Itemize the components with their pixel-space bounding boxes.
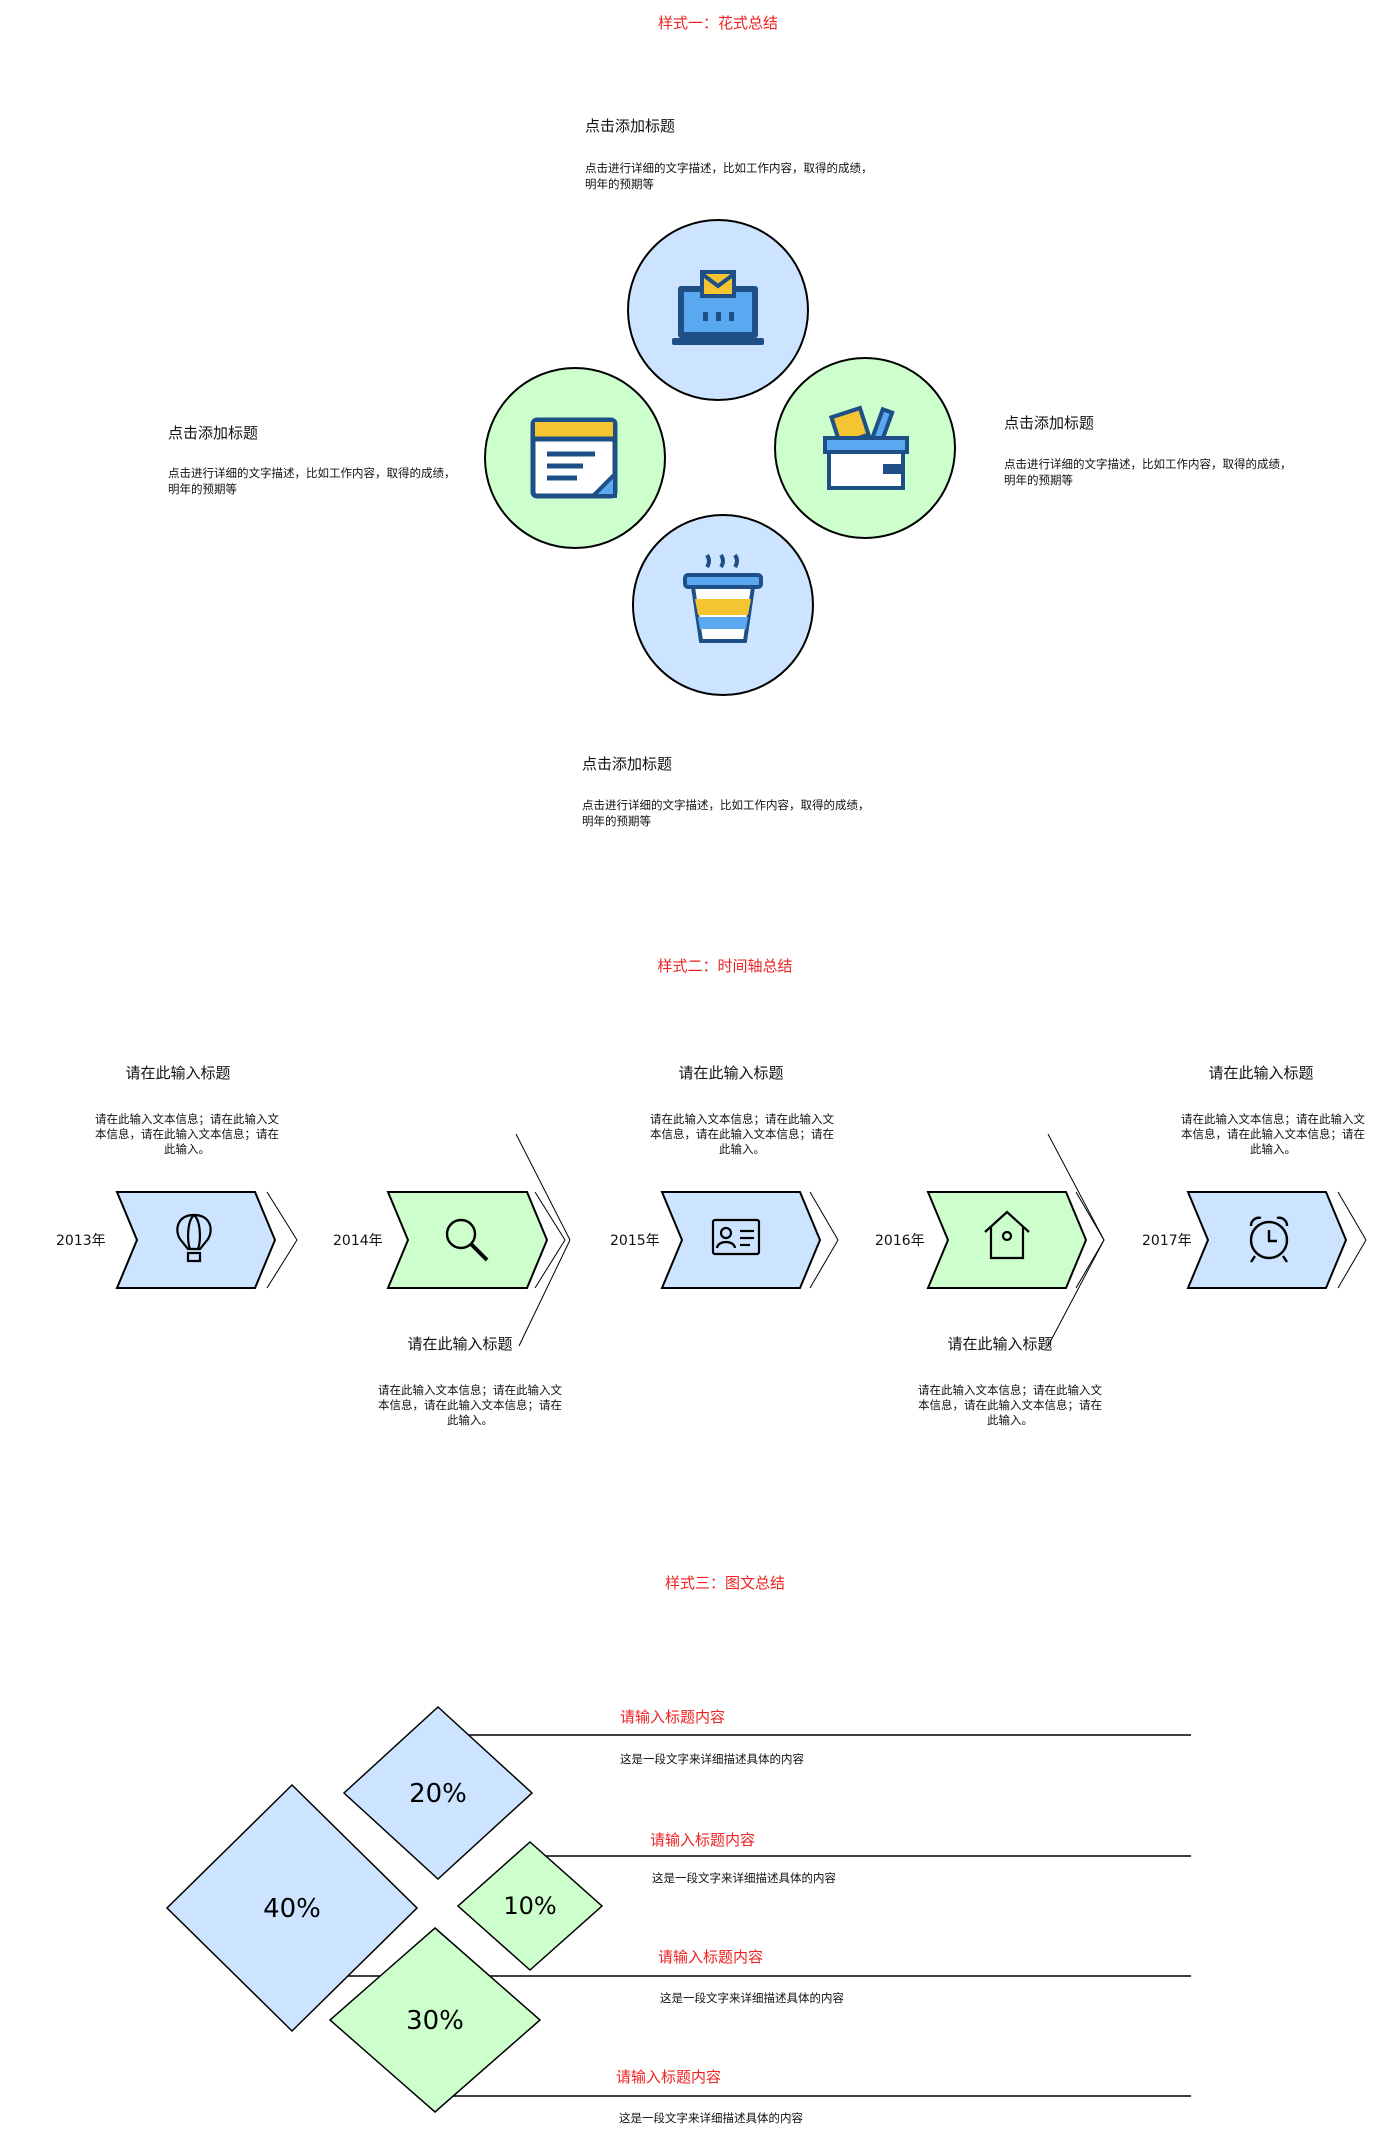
timeline-year-2015: 2015年 xyxy=(610,1233,660,1249)
laptop-mail-icon xyxy=(672,270,764,345)
row-desc-4: 这是一段文字来详细描述具体的内容 xyxy=(619,2111,803,2125)
row-title-1: 请输入标题内容 xyxy=(620,1708,726,1726)
section3-heading: 样式三：图文总结 xyxy=(664,1574,785,1592)
timeline-step-2013 xyxy=(115,1191,298,1289)
timeline-desc-2017: 请在此输入文本信息；请在此输入文本信息，请在此输入文本信息；请在此输入。 xyxy=(1181,1112,1365,1156)
timeline-title-2014: 请在此输入标题 xyxy=(407,1335,513,1353)
diamond-label-10: 10% xyxy=(503,1892,556,1920)
flower-title-top: 点击添加标题 xyxy=(585,117,676,135)
diamond-label-20: 20% xyxy=(409,1779,467,1809)
document-icon xyxy=(530,417,618,499)
id-card-icon xyxy=(711,1218,761,1256)
house-icon xyxy=(984,1210,1030,1260)
alarm-clock-icon xyxy=(1249,1216,1289,1263)
timeline-year-2017: 2017年 xyxy=(1142,1233,1192,1249)
section2-heading: 样式二：时间轴总结 xyxy=(657,957,793,975)
timeline-step-2016 xyxy=(926,1133,1105,1347)
section1-heading: 样式一：花式总结 xyxy=(657,14,778,32)
magnifier-icon xyxy=(445,1218,489,1262)
row-desc-2: 这是一段文字来详细描述具体的内容 xyxy=(652,1871,836,1885)
timeline-desc-2013: 请在此输入文本信息；请在此输入文本信息，请在此输入文本信息；请在此输入。 xyxy=(95,1112,279,1156)
timeline-title-2013: 请在此输入标题 xyxy=(125,1064,231,1082)
flower-desc-right: 点击进行详细的文字描述，比如工作内容，取得的成绩，明年的预期等 xyxy=(1004,457,1292,487)
timeline-year-2016: 2016年 xyxy=(875,1233,925,1249)
coffee-cup-icon xyxy=(683,553,763,643)
diamond-10 xyxy=(456,1840,604,1972)
timeline-desc-2016: 请在此输入文本信息；请在此输入文本信息，请在此输入文本信息；请在此输入。 xyxy=(918,1383,1102,1427)
timeline-title-2016: 请在此输入标题 xyxy=(947,1335,1053,1353)
timeline-diagram xyxy=(115,1133,1367,1347)
flower-title-bottom: 点击添加标题 xyxy=(582,755,673,773)
diamond-20 xyxy=(342,1705,534,1881)
timeline-step-2015 xyxy=(660,1191,839,1289)
diamond-diagram: 40% 20% 10% 30% xyxy=(165,1705,1191,2113)
timeline-title-2017: 请在此输入标题 xyxy=(1208,1064,1314,1082)
row-title-3: 请输入标题内容 xyxy=(658,1948,764,1966)
timeline-desc-2014: 请在此输入文本信息；请在此输入文本信息，请在此输入文本信息；请在此输入。 xyxy=(378,1383,562,1427)
diamond-30 xyxy=(328,1927,542,2113)
flower-diagram xyxy=(484,219,956,696)
flower-desc-top: 点击进行详细的文字描述，比如工作内容，取得的成绩，明年的预期等 xyxy=(585,161,873,191)
row-title-4: 请输入标题内容 xyxy=(616,2068,722,2086)
flower-title-left: 点击添加标题 xyxy=(168,424,259,442)
row-desc-3: 这是一段文字来详细描述具体的内容 xyxy=(660,1991,844,2005)
timeline-title-2015: 请在此输入标题 xyxy=(678,1064,784,1082)
diamond-label-30: 30% xyxy=(406,2006,464,2036)
row-desc-1: 这是一段文字来详细描述具体的内容 xyxy=(620,1752,804,1766)
flower-desc-bottom: 点击进行详细的文字描述，比如工作内容，取得的成绩，明年的预期等 xyxy=(582,798,870,828)
diamond-40 xyxy=(165,1783,419,2033)
hot-air-balloon-icon xyxy=(176,1213,212,1263)
timeline-year-2013: 2013年 xyxy=(56,1233,106,1249)
flower-title-right: 点击添加标题 xyxy=(1004,414,1095,432)
timeline-desc-2015: 请在此输入文本信息；请在此输入文本信息，请在此输入文本信息；请在此输入。 xyxy=(650,1112,834,1156)
diamond-label-40: 40% xyxy=(263,1894,321,1924)
row-title-2: 请输入标题内容 xyxy=(650,1831,756,1849)
timeline-step-2017 xyxy=(1186,1191,1367,1289)
wallet-icon xyxy=(823,405,909,490)
timeline-year-2014: 2014年 xyxy=(333,1233,383,1249)
flower-desc-left: 点击进行详细的文字描述，比如工作内容，取得的成绩，明年的预期等 xyxy=(168,466,456,496)
timeline-step-2014 xyxy=(386,1133,571,1347)
